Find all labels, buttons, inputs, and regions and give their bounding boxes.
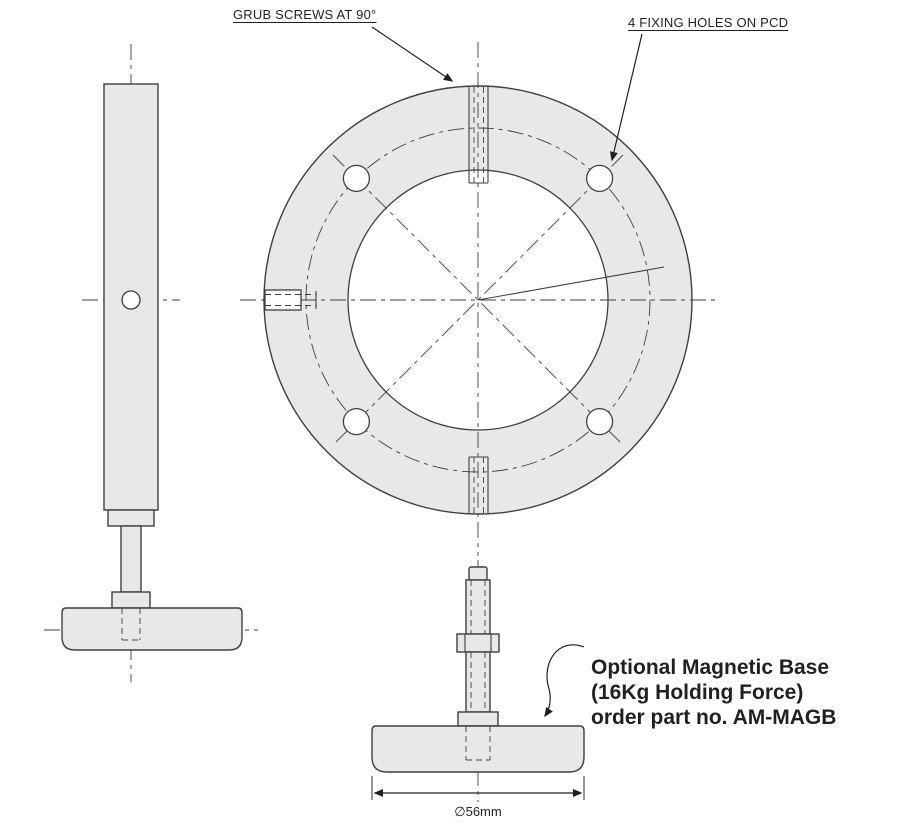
grub-screw-top xyxy=(468,87,489,184)
ring-section-indicator-line xyxy=(477,266,665,301)
grub-screw-left xyxy=(264,289,317,311)
fixing-holes-label: 4 FIXING HOLES ON PCD xyxy=(628,15,789,30)
magnet-base-body xyxy=(371,725,585,773)
hex-nut xyxy=(456,633,500,653)
fixing-hole-top-right xyxy=(585,164,614,193)
dimension-base-diameter xyxy=(371,776,585,800)
leader-arrow-magnetic-base xyxy=(544,644,585,718)
base-diameter-label: ∅56mm xyxy=(454,804,502,819)
dimension-extension-lines xyxy=(371,776,585,800)
stud-lower xyxy=(465,651,491,713)
column-pivot-hole xyxy=(121,290,141,310)
fixing-hole-bottom-left xyxy=(342,407,371,436)
optional-base-note: Optional Magnetic Base (16Kg Holding For… xyxy=(591,655,836,730)
column-stem xyxy=(120,525,142,593)
leader-arrow-fixing-holes xyxy=(609,33,643,162)
stud-tip xyxy=(468,566,488,581)
hex-nut-facets xyxy=(464,634,492,652)
grub-screw-bottom xyxy=(468,456,489,513)
ring-diagonal-centerline-1 xyxy=(332,154,624,446)
optional-base-note-line2: (16Kg Holding Force) xyxy=(591,681,804,704)
column-joint xyxy=(107,509,155,527)
optional-base-note-line1: Optional Magnetic Base xyxy=(591,656,830,679)
optional-base-note-line3: order part no. AM-MAGB xyxy=(591,706,837,729)
fixing-hole-top-left xyxy=(342,164,371,193)
magnet-base-hidden-thread xyxy=(465,726,491,761)
front-view-ring xyxy=(240,42,716,556)
side-view-column xyxy=(44,44,258,682)
stud-lower-thread xyxy=(470,652,486,712)
stud-collar xyxy=(457,711,499,727)
ring-diagonal-centerline-2 xyxy=(332,154,624,446)
stud-upper-thread xyxy=(470,580,486,634)
grub-screws-label: GRUB SCREWS AT 90° xyxy=(233,7,377,22)
column-flange xyxy=(111,591,151,609)
stud-upper xyxy=(465,579,491,635)
side-view-magnet-base xyxy=(61,607,243,651)
side-view-base-hidden-thread xyxy=(121,608,141,641)
bottom-view-magnet-base xyxy=(371,560,585,802)
leader-arrow-grub-screws xyxy=(371,26,454,82)
fixing-hole-bottom-right xyxy=(585,407,614,436)
